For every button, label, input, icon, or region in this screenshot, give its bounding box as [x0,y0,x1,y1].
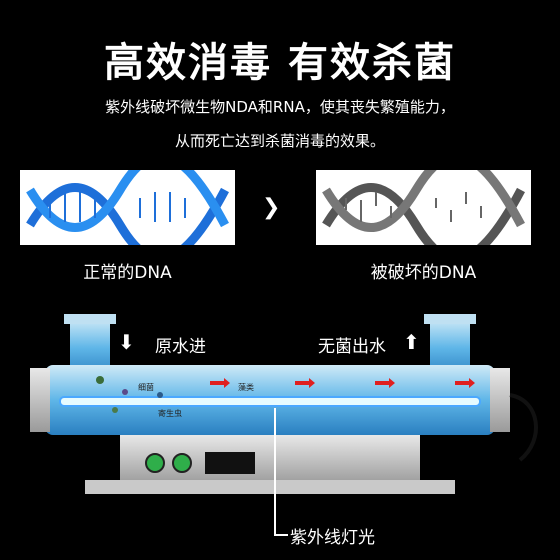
outlet-flange [424,314,476,324]
damaged-dna-panel [316,151,531,264]
damaged-dna-helix-image [322,151,525,264]
microbe [157,392,163,398]
normal-dna-panel [20,151,235,264]
end-cap-right [490,368,510,432]
control-button [145,453,165,473]
power-cable [509,393,538,462]
water-out-label: 无菌出水 [318,337,386,357]
arrow-down-icon: ⬇ [118,330,135,354]
control-box [120,435,420,485]
page-title: 高效消毒 有效杀菌 [104,40,456,86]
display-screen [205,452,255,474]
damaged-dna-caption: 被破坏的DNA [370,263,477,283]
microbe-label-bacteria: 细菌 [138,383,154,392]
microbe [96,376,104,384]
water-in-label: 原水进 [155,337,206,357]
subtitle-line-1: 紫外线破坏微生物NDA和RNA，使其丧失繁殖能力， [105,98,455,116]
microbe-label-algae: 藻类 [238,383,254,392]
microbe [122,389,128,395]
control-button [172,453,192,473]
inlet-flange [64,314,116,324]
uv-sterilizer-illustration [30,314,538,536]
chevron-right-icon: ❯ [262,195,281,220]
normal-dna-caption: 正常的DNA [83,263,172,283]
arrow-up-icon: ⬆ [403,330,420,354]
microbe-label-parasite: 寄生虫 [158,409,182,418]
normal-dna-helix-image [26,151,229,264]
microbe [112,407,118,413]
base-plate [85,480,455,494]
uv-lamp-label: 紫外线灯光 [290,528,375,548]
flow-arrows [210,378,475,388]
end-cap-left [30,368,50,432]
uv-lamp [59,396,481,407]
subtitle-line-2: 从而死亡达到杀菌消毒的效果。 [174,132,385,150]
lamp-pointer-line [274,408,288,536]
